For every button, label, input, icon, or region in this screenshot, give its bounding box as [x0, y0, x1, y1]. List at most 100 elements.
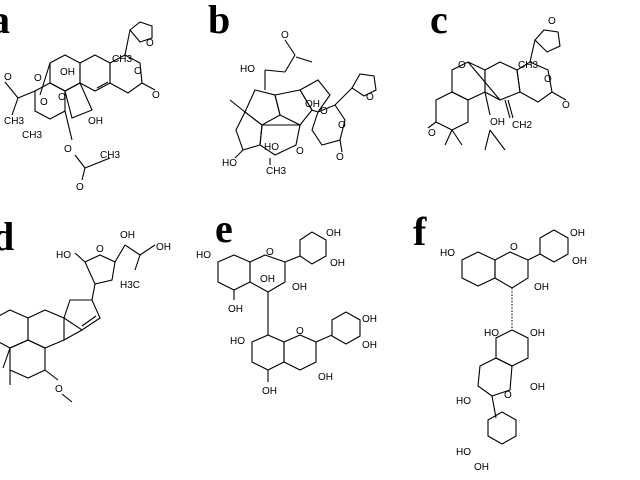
cage-ring-b2 — [274, 89, 313, 126]
pyran-oh-f3: OH — [530, 382, 545, 393]
ester-oxygen-a1: O — [4, 72, 12, 83]
side-hydroxyl-b: HO — [240, 64, 255, 75]
catechol-ring-e1 — [299, 231, 327, 265]
ring-b-a — [79, 54, 111, 92]
catechol-oh-f2: OH — [572, 256, 587, 267]
lactone-carbonyl-a: O — [152, 90, 160, 101]
furan-oxygen-b: O — [366, 92, 374, 103]
pyran-ring-e2 — [283, 334, 317, 371]
lower-hydroxyl-b: HO — [222, 158, 237, 169]
catechol-oh-e4: OH — [362, 340, 377, 351]
phenol-oh-f1: HO — [440, 248, 455, 259]
methyl-label-a3: CH3 — [22, 130, 42, 141]
phenol-oh-e1: HO — [196, 250, 211, 261]
catechol-ring-f1 — [539, 229, 569, 263]
ketone-oxygen-c: O — [428, 128, 436, 139]
ester-oxygen-a3: O — [76, 182, 84, 193]
bridge-oxygen-b: HO — [264, 142, 279, 153]
thf-ring-d — [84, 254, 116, 285]
catechol-oh-e2: OH — [330, 258, 345, 269]
lactone-oxygen-a: O — [134, 66, 142, 77]
panel-letter-b: b — [208, 0, 230, 42]
structure-b: b O HO OH HO O HO CH3 O O O O — [208, 0, 377, 177]
catechol-ring-e2 — [331, 311, 361, 345]
pyran-oxygen-e2: O — [296, 326, 304, 337]
catechol-oh-e1: OH — [326, 228, 341, 239]
panel-letter-d: d — [0, 214, 14, 259]
methyl-label-a2: OH — [60, 67, 75, 78]
pyran-oh-e2: OH — [318, 372, 333, 383]
ring-oxygen-d: O — [96, 244, 104, 255]
epoxide-oxygen-c: O — [458, 60, 466, 71]
structure-a: a O CH3 O O OH O OH CH3 O O CH3 O — [0, 0, 160, 193]
ring-oxygen-b: O — [320, 106, 328, 117]
cage-ring-b5 — [259, 124, 301, 156]
lactone-oxygen-c: O — [544, 74, 552, 85]
pyran-oxygen-f2: O — [504, 390, 512, 401]
furan-oxygen-c: O — [548, 16, 556, 27]
cage-ring-b3 — [299, 79, 331, 113]
cage-ring-b4 — [235, 111, 263, 151]
ether-oxygen-b: O — [296, 146, 304, 157]
methyl-label-c: CH3 — [518, 60, 538, 71]
aromatic-ring-f1 — [461, 251, 496, 287]
panel-letter-c: c — [430, 0, 448, 42]
methyl-label-d: H3C — [120, 280, 140, 291]
side-hydroxyl-c: OH — [490, 117, 505, 128]
bridge-ring-a — [64, 82, 93, 119]
ester-methyl-a2: CH3 — [100, 150, 120, 161]
ring-oxygen-a: O — [40, 97, 48, 108]
panel-letter-f: f — [413, 209, 427, 254]
side-oh-a: O — [34, 73, 42, 84]
hemiacetal-oh-d: HO — [56, 250, 71, 261]
ring-d-d — [63, 299, 101, 331]
hydroxyl-label-a1: OH — [88, 116, 103, 127]
phenol-oh-e3: HO — [230, 336, 245, 347]
cage-oh-b: OH — [305, 99, 320, 110]
pyran-oh-e1: OH — [292, 282, 307, 293]
lactone-oxygen-b: O — [338, 120, 346, 131]
pyran-oxygen-e1: O — [266, 247, 274, 258]
furan-ring-b — [351, 73, 377, 97]
ring-a-c — [435, 91, 469, 131]
ester-oxygen-a2: O — [64, 144, 72, 155]
panel-letter-e: e — [215, 206, 233, 251]
phenol-oh-e4: OH — [262, 386, 277, 397]
aromatic-ring-e1 — [217, 254, 251, 291]
pyran-oh-e3: OH — [260, 274, 275, 285]
furan-ring-c — [534, 29, 561, 53]
phenol-oh-f3: OH — [530, 328, 545, 339]
structure-d: d HO O OH OH H3C O — [0, 214, 171, 403]
catechol-oh-f4: OH — [474, 462, 489, 473]
catechol-ring-f2 — [487, 411, 517, 445]
phenol-oh-f2: HO — [484, 328, 499, 339]
pyran-ring-f1 — [494, 251, 529, 289]
methoxy-oxygen-b: O — [281, 30, 289, 41]
furan-ring-a — [129, 21, 153, 43]
structure-e: e OH OH O OH HO OH HO OH O OH OH OH OH — [196, 206, 377, 397]
ketone-oxygen-a: O — [58, 92, 66, 103]
methyl-label-a1: CH3 — [112, 54, 132, 65]
catechol-oh-e3: OH — [362, 314, 377, 325]
pyran-oxygen-f1: O — [510, 242, 518, 253]
pyran-oh-f1: OH — [534, 282, 549, 293]
furan-oxygen-a: O — [146, 38, 154, 49]
methoxy-oxygen-d: O — [55, 384, 63, 395]
pyran-oh-f2: HO — [456, 396, 471, 407]
phenol-oh-e2: OH — [228, 304, 243, 315]
catechol-oh-f3: HO — [456, 447, 471, 458]
aromatic-ring-e2 — [251, 334, 285, 371]
lactone-carbonyl-b: O — [336, 152, 344, 163]
exo-methylene-c: CH2 — [512, 120, 532, 131]
cage-ring-b1 — [244, 89, 281, 126]
structure-f: f OH OH O OH HO HO OH O HO HO OH OH — [413, 209, 587, 473]
methyl-label-b: CH3 — [266, 166, 286, 177]
side-oh-d2: OH — [156, 242, 171, 253]
ring-b-c — [484, 61, 521, 101]
ring-a-d — [0, 309, 29, 349]
lactone-carbonyl-c: O — [562, 100, 570, 111]
structure-c: c O CH3 O O CH2 O O OH — [427, 0, 570, 151]
ester-methyl-a1: CH3 — [4, 116, 24, 127]
catechol-oh-f1: OH — [570, 228, 585, 239]
